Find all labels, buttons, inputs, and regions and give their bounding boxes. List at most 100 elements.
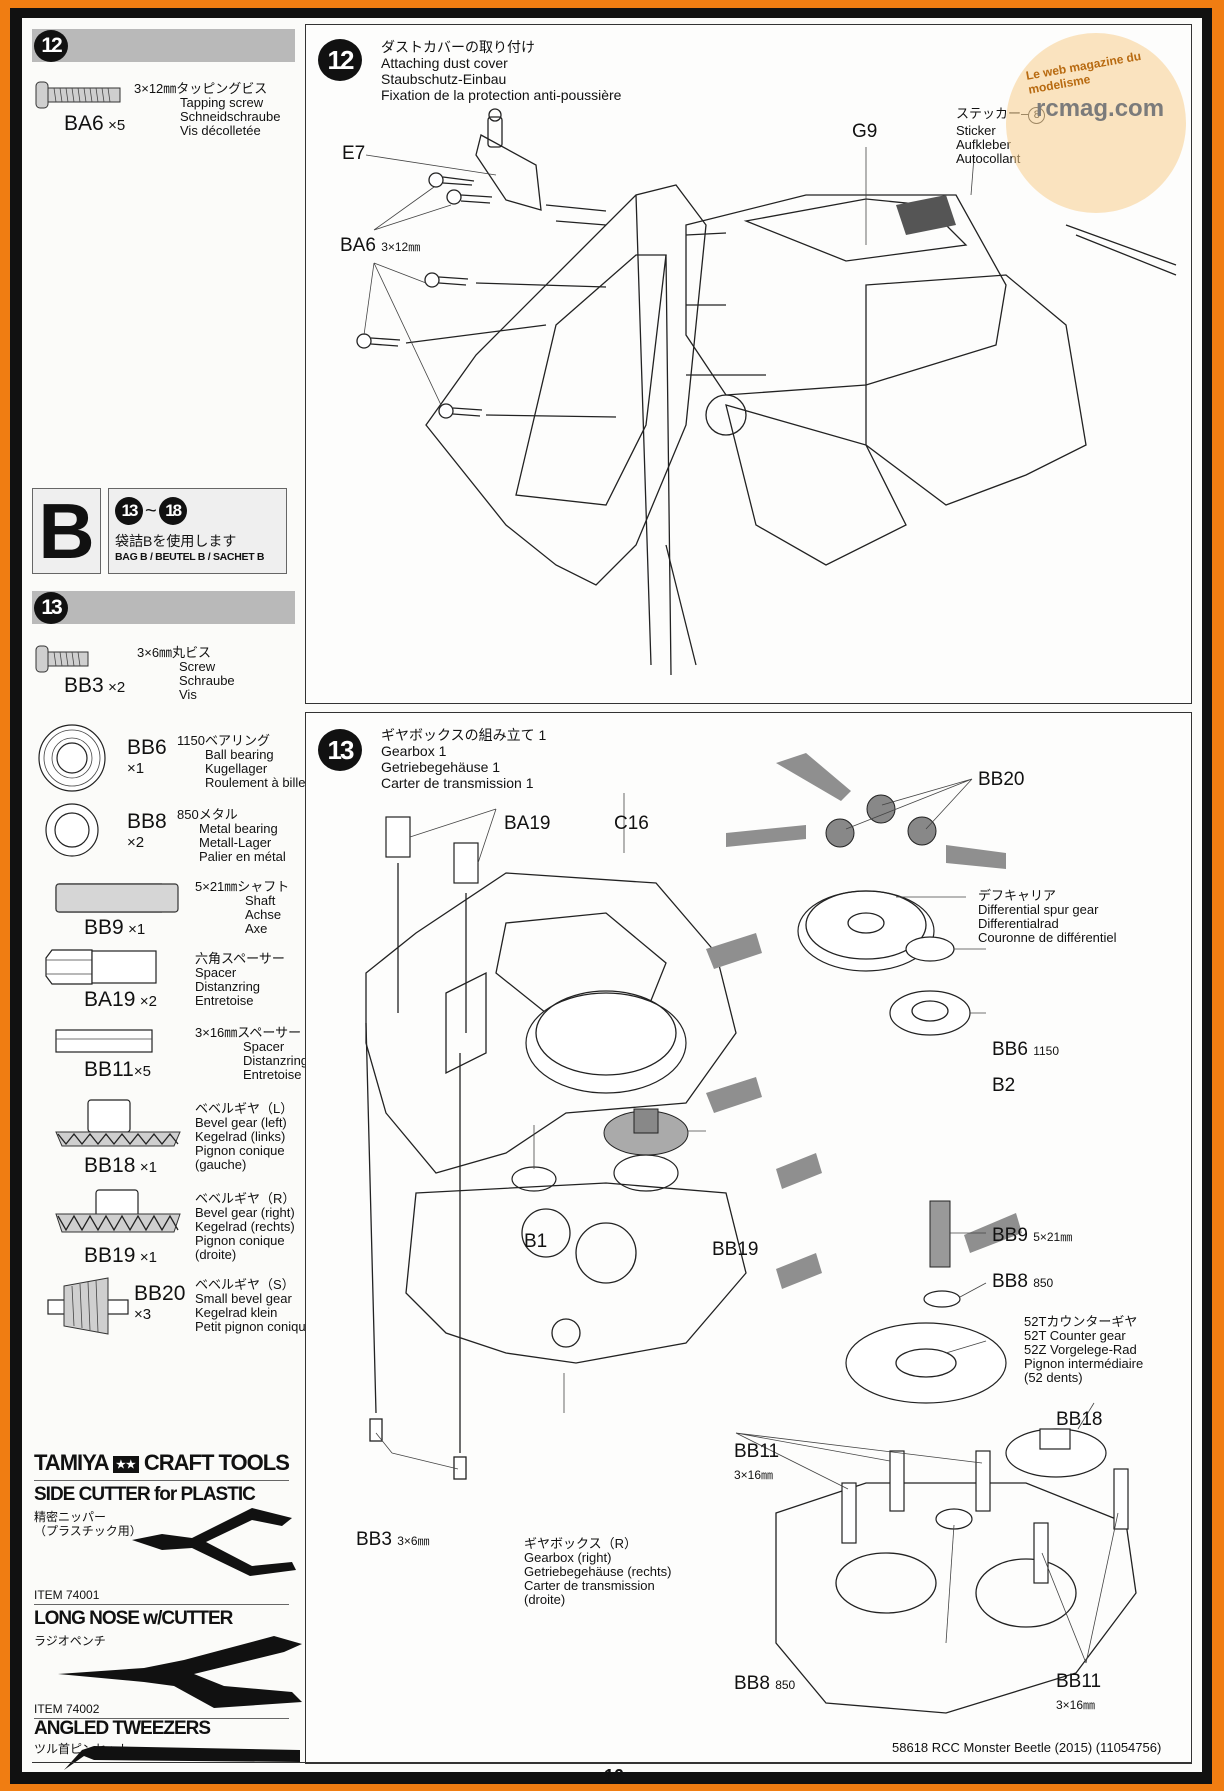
desc-de: Achse xyxy=(245,907,282,922)
screw-ba6-icon xyxy=(35,81,121,109)
desc-en: Shaft xyxy=(245,893,276,908)
part-bb6-desc: 1150ベアリング Ball bearing Kugellager Roulem… xyxy=(177,734,312,790)
title-fr: Carter de transmission 1 xyxy=(381,775,534,791)
desc-fr: Entretoise xyxy=(195,993,254,1008)
part-bb11: BB11×5 xyxy=(84,1058,151,1082)
footer-divider xyxy=(32,1762,1192,1763)
part-id: BB20 xyxy=(134,1282,186,1305)
label-sticker: ステッカー–8 Sticker Aufkleber Autocollant xyxy=(956,106,1046,166)
gbox-de: Getriebegehäuse (rechts) xyxy=(524,1564,672,1579)
desc-jp: 3×6㎜丸ビス xyxy=(137,645,212,660)
bag-letter: B xyxy=(32,488,101,574)
title-en: Attaching dust cover xyxy=(381,55,508,71)
desc-de: Distanzring xyxy=(243,1053,309,1068)
tool-name: SIDE CUTTER for PLASTIC xyxy=(34,1484,256,1505)
label-g9: G9 xyxy=(852,121,878,142)
part-qty: ×2 xyxy=(127,834,145,851)
footer-product-code: 58618 RCC Monster Beetle (2015) (1105475… xyxy=(892,1740,1162,1755)
part-bb11-desc: 3×16㎜スペーサー Spacer Distanzring Entretoise xyxy=(195,1026,308,1082)
gbox-en: Gearbox (right) xyxy=(524,1550,612,1565)
part-qty: ×1 xyxy=(127,760,145,777)
sticker-jp: ステッカー xyxy=(956,106,1022,121)
side-cutter-icon xyxy=(132,1508,296,1576)
part-id: BB18 xyxy=(84,1154,136,1177)
label-bb8-top: BB8 850 xyxy=(992,1271,1053,1293)
label-id: BB3 xyxy=(356,1529,392,1550)
title-jp: ダストカバーの取り付け xyxy=(381,39,535,55)
step12-number: 12 xyxy=(41,34,62,57)
bag-jp: 袋詰Bを使用します xyxy=(115,533,237,549)
label-ba19: BA19 xyxy=(504,813,551,834)
page-number: 10 xyxy=(604,1766,625,1786)
desc-jp: 3×12㎜タッピングビス xyxy=(134,81,268,96)
watermark-brand: rcmag.com xyxy=(1036,95,1165,122)
desc-fr2: (droite) xyxy=(195,1247,237,1262)
desc-jp: ベベルギヤ（R） xyxy=(195,1191,296,1206)
part-qty: ×2 xyxy=(139,993,157,1010)
desc-de: Kegelrad klein xyxy=(195,1305,278,1320)
step13-number: 13 xyxy=(41,596,62,619)
desc-jp: ベベルギヤ（S） xyxy=(195,1277,295,1292)
step-number: 13 xyxy=(327,734,355,765)
desc-en: Bevel gear (left) xyxy=(195,1115,287,1130)
label-id: BB9 xyxy=(992,1225,1028,1246)
part-ba6: BA6 ×5 xyxy=(64,112,125,136)
bag-range-sep: ~ xyxy=(145,499,157,522)
desc-de: Schraube xyxy=(179,673,235,688)
tools-header: TAMIYA ★★ CRAFT TOOLS xyxy=(34,1450,290,1476)
desc-en: Metal bearing xyxy=(199,821,278,836)
title-de: Getriebegehäuse 1 xyxy=(381,759,501,775)
diff-de: Differentialrad xyxy=(978,916,1059,931)
counter-en: 52T Counter gear xyxy=(1024,1328,1126,1343)
part-bb20: BB20 ×3 xyxy=(134,1282,185,1323)
gbox-jp: ギヤボックス（R） xyxy=(524,1536,637,1551)
step12-number-badge: 12 xyxy=(34,30,68,62)
desc-fr: Palier en métal xyxy=(199,849,286,864)
shaft-bb9-body xyxy=(55,883,179,913)
watermark-tagline: Le web magazine du modelisme xyxy=(1024,48,1143,97)
label-size: 850 xyxy=(775,1678,796,1692)
divider xyxy=(34,1718,289,1719)
label-b1: B1 xyxy=(524,1231,548,1252)
label-bb11-right: BB11 3×16㎜ xyxy=(1056,1671,1101,1715)
desc-jp: 5×21㎜シャフト xyxy=(195,879,290,894)
label-id: BB8 xyxy=(992,1271,1028,1292)
bevel-gear-bb18-icon xyxy=(55,1099,181,1147)
desc-en: Spacer xyxy=(195,965,237,980)
part-id: BA6 xyxy=(64,112,104,135)
desc-en: Spacer xyxy=(243,1039,285,1054)
label-id: BB11 xyxy=(734,1441,780,1462)
bag-info: 13 ~ 18 袋詰Bを使用します BAG B / BEUTEL B / SAC… xyxy=(108,488,287,574)
gbox-fr: Carter de transmission xyxy=(524,1578,655,1593)
dust-cover-assembly-diagram xyxy=(356,108,1177,676)
label-b2: B2 xyxy=(992,1075,1016,1096)
tool-jp2: （プラスチック用） xyxy=(34,1524,142,1538)
gearbox-assembly-diagram xyxy=(365,753,1137,1714)
part-qty: ×1 xyxy=(139,1249,157,1266)
label-size: 3×6㎜ xyxy=(397,1534,430,1548)
label-counter-gear: 52Tカウンターギヤ 52T Counter gear 52Z Vorgeleg… xyxy=(1024,1315,1143,1385)
part-id: BB11 xyxy=(84,1058,134,1081)
tools-brand: TAMIYA xyxy=(34,1450,109,1475)
label-size: 3×12㎜ xyxy=(381,240,421,254)
label-bb18: BB18 xyxy=(1056,1409,1103,1430)
step13-panel: 13 ギヤボックスの組み立て 1 Gearbox 1 Getriebegehäu… xyxy=(305,712,1192,1764)
part-bb6: BB6 ×1 xyxy=(127,736,167,777)
counter-de: 52Z Vorgelege-Rad xyxy=(1024,1342,1137,1357)
label-bb3: BB3 3×6㎜ xyxy=(356,1529,430,1551)
title-jp: ギヤボックスの組み立て 1 xyxy=(381,727,547,743)
step12-title: ダストカバーの取り付け Attaching dust cover Staubsc… xyxy=(381,39,621,103)
spacer-bb11-icon xyxy=(55,1029,153,1053)
desc-de: Distanzring xyxy=(195,979,261,994)
label-size: 3×16㎜ xyxy=(1056,1698,1096,1712)
tool-item-number: ITEM 74001 xyxy=(34,1588,100,1602)
bag-range-to: 18 xyxy=(158,497,187,525)
label-size: 1150 xyxy=(1033,1044,1060,1058)
watermark-logo: Le web magazine du modelisme rcmag.com xyxy=(1006,33,1186,213)
label-diff-carrier: デフキャリア Differential spur gear Differenti… xyxy=(978,889,1117,945)
part-bb19-desc: ベベルギヤ（R） Bevel gear (right) Kegelrad (re… xyxy=(195,1192,295,1262)
label-id: BB11 xyxy=(1056,1671,1102,1692)
counter-fr: Pignon intermédiaire xyxy=(1024,1356,1144,1371)
diff-en: Differential spur gear xyxy=(978,902,1099,917)
tool-jp: 精密ニッパー xyxy=(34,1510,107,1524)
